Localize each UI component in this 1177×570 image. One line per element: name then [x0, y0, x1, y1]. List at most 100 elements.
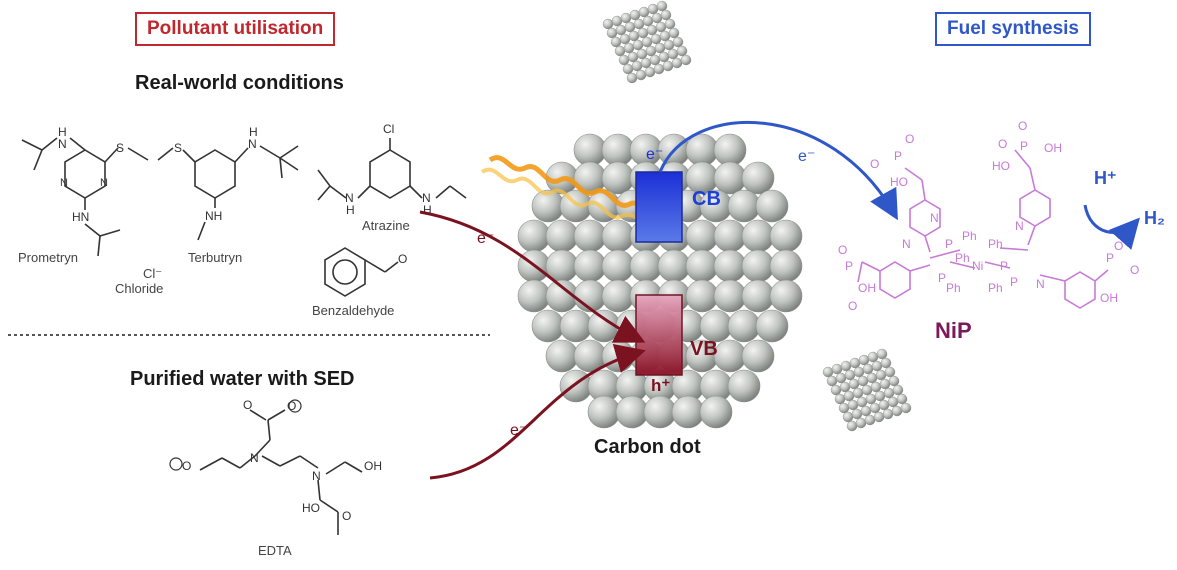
nanoparticle-atom	[853, 366, 865, 378]
edta-label: EDTA	[258, 543, 292, 558]
nanoparticle-atom	[896, 393, 908, 405]
carbon-atom-sphere	[657, 249, 691, 283]
electron-arrow-edta	[429, 344, 646, 480]
nanoparticle-atom	[631, 60, 643, 72]
carbon-atom-sphere	[727, 369, 761, 403]
carbon-atom-sphere	[531, 309, 565, 343]
carbon-atom-sphere	[755, 309, 789, 343]
carbon-atom-sphere	[727, 189, 761, 223]
nanoparticle-atom	[645, 45, 657, 57]
nanoparticle-atom	[826, 375, 838, 387]
fuel-synthesis-label: Fuel synthesis	[935, 12, 1091, 46]
carbon-atom-sphere	[713, 279, 747, 313]
svg-text:OH: OH	[1100, 291, 1118, 305]
carbon-atom-sphere	[769, 219, 803, 253]
carbon-atom-sphere	[685, 279, 719, 313]
svg-text:P: P	[1010, 275, 1018, 289]
carbon-atom-sphere	[601, 249, 635, 283]
svg-text:O: O	[398, 252, 407, 266]
nanoparticle-atom	[864, 414, 876, 426]
nanoparticle-atom	[618, 54, 630, 66]
carbon-atom-sphere	[741, 249, 775, 283]
chloride-ion-label: Cl⁻	[143, 266, 163, 281]
nanoparticle-atom	[883, 387, 895, 399]
carbon-atom-sphere	[601, 133, 635, 167]
carbon-atom-sphere	[545, 219, 579, 253]
svg-text:O: O	[342, 509, 351, 523]
svg-text:P: P	[845, 259, 853, 273]
nanoparticle-atom	[622, 63, 634, 75]
nanoparticle-atom	[619, 33, 631, 45]
terbutryn-label: Terbutryn	[188, 250, 243, 265]
electron-atrazine-label: e⁻	[477, 230, 495, 247]
nanoparticle-atom	[653, 63, 665, 75]
svg-text:HO: HO	[992, 159, 1010, 173]
svg-text:N: N	[60, 177, 68, 189]
svg-text:O: O	[287, 399, 296, 413]
svg-text:P: P	[1106, 251, 1114, 265]
carbon-atom-sphere	[601, 161, 635, 195]
svg-text:O: O	[1130, 263, 1139, 277]
electron-transfer-label: e⁻	[798, 148, 816, 165]
nanoparticle-atom	[848, 378, 860, 390]
nanoparticle-atom	[849, 357, 861, 369]
nanoparticle-atom	[641, 36, 653, 48]
nanoparticle-atom	[671, 57, 683, 69]
svg-text:P: P	[938, 271, 946, 285]
svg-text:O: O	[243, 398, 252, 412]
svg-text:O: O	[838, 243, 847, 257]
nanoparticle-atom	[884, 366, 896, 378]
nanoparticle-atom	[647, 3, 659, 15]
carbon-atom-sphere	[685, 249, 719, 283]
svg-text:N: N	[1036, 277, 1045, 291]
nanoparticle-atom	[658, 51, 670, 63]
vb-band	[635, 294, 683, 376]
cb-band	[635, 171, 683, 243]
edta-structure	[199, 409, 363, 535]
svg-text:HO: HO	[302, 501, 320, 515]
nanoparticle-atom	[869, 402, 881, 414]
carbon-atom-sphere	[517, 219, 551, 253]
nanoparticle-atom	[635, 69, 647, 81]
svg-text:Ni: Ni	[972, 259, 983, 273]
nanoparticle-atom	[606, 27, 618, 39]
electron-arrow-atrazine	[419, 210, 646, 343]
carbon-atom-sphere	[741, 161, 775, 195]
nanoparticle-bottom-icon	[822, 348, 912, 432]
nanoparticle-atom	[676, 45, 688, 57]
nanoparticle-atom	[835, 372, 847, 384]
nanoparticle-atom	[878, 399, 890, 411]
nanoparticle-atom	[659, 30, 671, 42]
nanoparticle-atom	[871, 360, 883, 372]
nanoparticle-atom	[623, 42, 635, 54]
nanoparticle-atom	[876, 348, 888, 360]
nanoparticle-atom	[662, 60, 674, 72]
carbon-atom-sphere	[685, 219, 719, 253]
svg-text:O: O	[848, 299, 857, 313]
carbon-atom-sphere	[587, 395, 621, 429]
nanoparticle-atom	[834, 393, 846, 405]
svg-text:Ph: Ph	[955, 251, 970, 265]
nanoparticle-atom	[838, 402, 850, 414]
carbon-atom-sphere	[601, 219, 635, 253]
nanoparticle-atom	[660, 9, 672, 21]
atrazine-label: Atrazine	[362, 218, 410, 233]
real-world-heading: Real-world conditions	[135, 72, 344, 94]
carbon-atom-sphere	[769, 279, 803, 313]
carbon-atom-sphere	[713, 339, 747, 373]
carbon-atom-sphere	[699, 395, 733, 429]
nanoparticle-atom	[843, 390, 855, 402]
svg-text:N: N	[248, 137, 257, 151]
svg-text:N: N	[902, 237, 911, 251]
carbon-atom-sphere	[573, 249, 607, 283]
nanoparticle-atom	[627, 51, 639, 63]
electron-cb-label: e⁻	[646, 146, 664, 163]
carbon-atom-sphere	[713, 249, 747, 283]
nanoparticle-atom	[620, 12, 632, 24]
cb-label: CB	[692, 188, 721, 210]
carbon-atom-sphere	[643, 395, 677, 429]
prometryn-label: Prometryn	[18, 250, 78, 265]
nip-label: NiP	[935, 318, 972, 343]
svg-text:N: N	[58, 137, 67, 151]
